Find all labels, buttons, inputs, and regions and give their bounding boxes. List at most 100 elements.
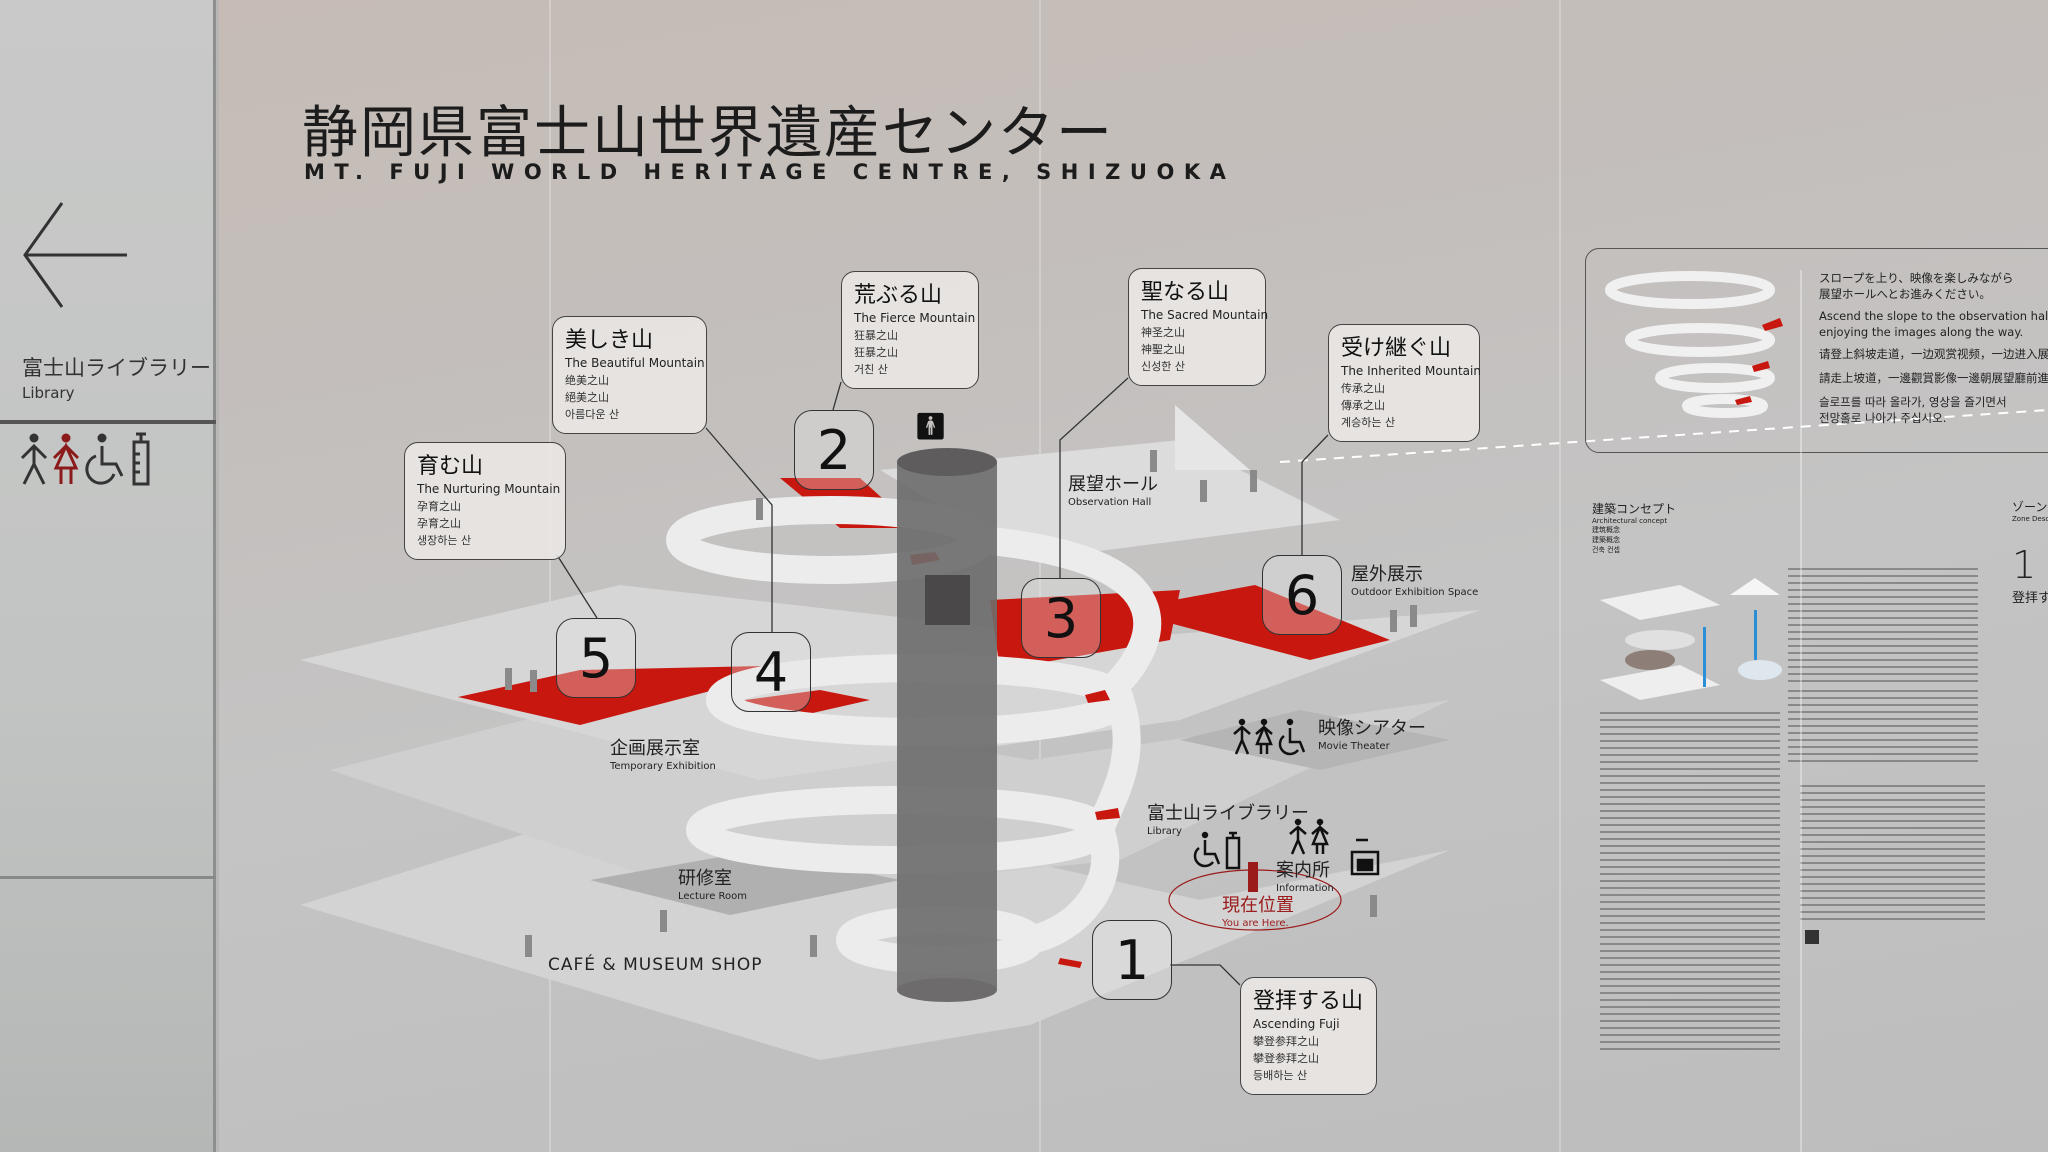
info-en-1: Ascend the slope to the observation hall…: [1819, 309, 2048, 323]
zone-title-ja: 聖なる山: [1141, 280, 1230, 305]
visitor-silhouettes: [505, 450, 1417, 957]
temporary-exhibition-label: 企画展示室 Temporary Exhibition: [610, 738, 716, 773]
zone-2-number: 2: [794, 410, 874, 490]
info-ja-1: スロープを上り、映像を楽しみながら: [1819, 271, 2014, 285]
zone-title-ja: 育む山: [417, 454, 484, 479]
concept-body-text: [1788, 568, 1978, 683]
zone-title-en: The Fierce Mountain: [854, 311, 976, 325]
label-en: Movie Theater: [1318, 741, 1390, 752]
toilet-icons-1f: [1289, 818, 1329, 855]
zone-5-number: 5: [556, 618, 636, 698]
you-are-here-label: 現在位置 You are Here.: [1222, 895, 1294, 930]
label-en: Information: [1276, 883, 1334, 894]
label-ja: 屋外展示: [1351, 564, 1423, 585]
concept-title-ko: 건축 컨셉: [1592, 546, 1620, 554]
divider: [0, 420, 216, 424]
zone-title-zh-t: 絕美之山: [565, 391, 609, 404]
zone-title-en: The Nurturing Mountain: [417, 482, 561, 496]
zone-desc-title: ゾーン解: [2012, 500, 2048, 514]
zone-6-floor: [1120, 585, 1390, 660]
zone-title-en: Ascending Fuji: [1253, 1017, 1340, 1031]
concept-body-text: [1800, 785, 1985, 920]
facility-icons: [20, 432, 150, 486]
wheelchair-icon: [85, 433, 124, 485]
library-facility-icons: [1193, 831, 1380, 876]
leader-lines: [556, 377, 1329, 986]
label-ja: 映像シアター: [1318, 718, 1426, 739]
concept-body-text: [1600, 712, 1780, 1052]
elevator-core: [897, 462, 997, 990]
toilet-icons-2f: 🚹︎: [914, 412, 948, 442]
zone-desc-number: 1: [2012, 543, 2037, 587]
page-subtitle: MT. FUJI WORLD HERITAGE CENTRE, SHIZUOKA: [304, 160, 1236, 184]
elevator-car: [925, 575, 970, 625]
zone-4-callout: 美しき山 The Beautiful Mountain 绝美之山絕美之山 아름다운 산: [552, 316, 707, 434]
zone-desc-zone-title: 登拝す: [2012, 591, 2048, 606]
label-en: You are Here.: [1222, 918, 1289, 929]
concept-title-zh-s: 建筑概念: [1592, 526, 1620, 534]
person-here-icon: [1248, 862, 1258, 892]
concept-body-text: [1788, 690, 1978, 765]
zone-title-en: The Beautiful Mountain: [565, 356, 705, 370]
zone-title-zh-s: 神圣之山: [1141, 326, 1185, 339]
lecture-room-label: 研修室 Lecture Room: [678, 868, 747, 903]
library-label-ja: 富士山ライブラリー: [22, 356, 211, 380]
zone-title-ja: 荒ぶる山: [854, 283, 943, 308]
label-en: Temporary Exhibition: [610, 761, 716, 772]
concept-diagram: [1600, 578, 1782, 700]
zone-1-number: 1: [1092, 920, 1172, 1000]
observation-hall-glass: [1175, 405, 1250, 470]
label-en: Lecture Room: [678, 891, 748, 902]
male-toilet-icon: [20, 433, 48, 485]
library-label-en: Library: [22, 384, 75, 402]
zone-title-zh-t: 攀登参拜之山: [1253, 1052, 1319, 1065]
slope-info-box: スロープを上り、映像を楽しみながら 展望ホールへとお進みください。 Ascend…: [1585, 248, 2048, 453]
elevator-icon: [132, 432, 150, 486]
concept-title-zh-t: 建築概念: [1592, 536, 1620, 544]
concept-title-ja: 建築コンセプト: [1592, 502, 1677, 516]
label-ja: 現在位置: [1222, 895, 1294, 916]
zone-title-ja: 登拝する山: [1253, 989, 1364, 1014]
zone-title-zh-s: 绝美之山: [565, 374, 609, 387]
zone-title-ja: 美しき山: [565, 328, 654, 353]
label-ja: 企画展示室: [610, 738, 700, 759]
information-label: 案内所 Information: [1276, 860, 1334, 895]
info-ja-2: 展望ホールへとお進みください。: [1819, 287, 1991, 301]
page-title: 静岡県富士山世界遺産センター: [302, 101, 1114, 166]
info-en-2: enjoying the images along the way.: [1819, 325, 2024, 339]
zone-1-callout: 登拝する山 Ascending Fuji 攀登参拜之山攀登参拜之山 등배하는 산: [1240, 977, 1377, 1095]
label-ja: 研修室: [678, 868, 732, 889]
info-zh-t: 請走上坡道，一邊觀賞影像一邊朝展望廳前進。: [1819, 371, 2048, 385]
zone-desc-en: Zone Descript: [2012, 515, 2048, 523]
zone-title-zh-s: 攀登参拜之山: [1253, 1035, 1319, 1048]
zone-title-zh-t: 孕育之山: [417, 517, 461, 530]
zone-title-zh-t: 傳承之山: [1341, 399, 1385, 412]
label-ja: 案内所: [1276, 860, 1330, 881]
label-en: Observation Hall: [1068, 497, 1152, 508]
zone-title-ko: 아름다운 산: [565, 408, 620, 421]
zone-title-zh-s: 传承之山: [1341, 382, 1385, 395]
label-ja: 富士山ライブラリー: [1147, 803, 1309, 824]
observation-hall-label: 展望ホール Observation Hall: [1068, 474, 1158, 509]
zone-3-number: 3: [1021, 578, 1101, 658]
dashed-guide: [1279, 409, 2048, 463]
label-en: Outdoor Exhibition Space: [1351, 587, 1479, 598]
zone-title-zh-t: 神聖之山: [1141, 343, 1185, 356]
theater-floor: [1180, 710, 1450, 770]
left-direction-sign: 富士山ライブラリー Library: [0, 0, 216, 1152]
qr-code-icon: [1805, 930, 1819, 944]
zone-title-ko: 등배하는 산: [1253, 1069, 1308, 1082]
zone-6-number: 6: [1262, 555, 1342, 635]
zone-title-ja: 受け継ぐ山: [1341, 336, 1452, 361]
zone-title-ko: 신성한 산: [1141, 360, 1185, 373]
zone-title-ko: 계승하는 산: [1341, 416, 1396, 429]
cafe-shop-label: CAFÉ & MUSEUM SHOP: [548, 955, 763, 975]
zone-title-zh-t: 狂暴之山: [854, 346, 898, 359]
zone-description-section: ゾーン解 Zone Descript 1 登拝す: [2012, 498, 2048, 606]
label-ja: 展望ホール: [1068, 474, 1158, 495]
info-ko-2: 전망홀로 나아가 주십시오.: [1819, 411, 1947, 425]
